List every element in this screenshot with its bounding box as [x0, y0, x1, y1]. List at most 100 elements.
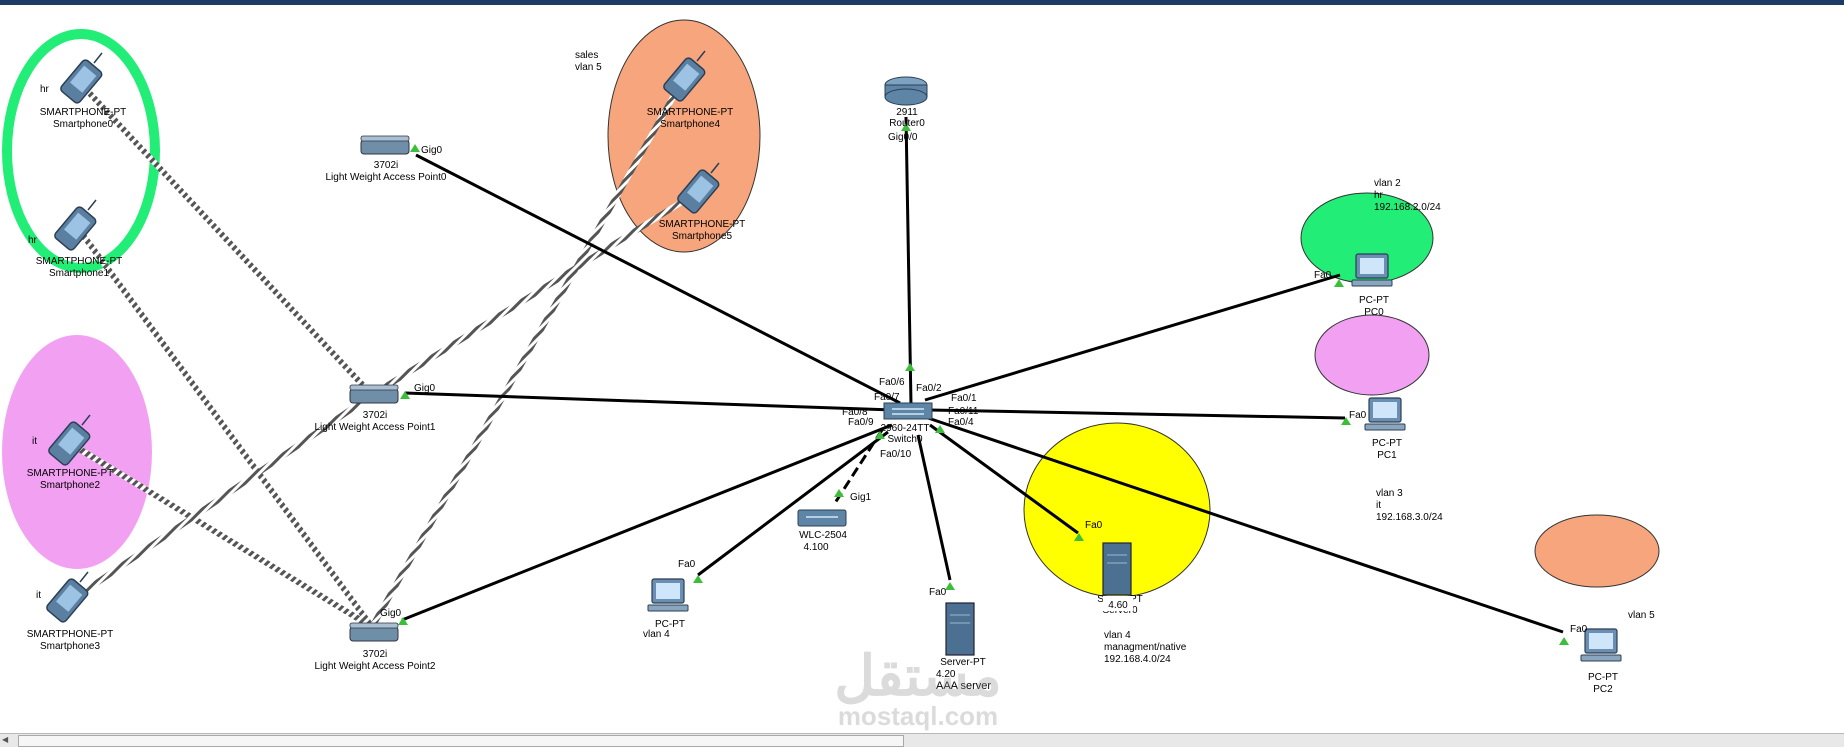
it-pc-ellipse — [1314, 314, 1430, 396]
pc0-node[interactable]: Fa0 PC-PT PC0 — [1314, 253, 1393, 318]
pc3-vlan-note: vlan 4 — [643, 629, 670, 640]
link-router-switch — [904, 116, 913, 406]
vlan4-note: vlan 4 managment/native 192.168.4.0/24 — [1099, 625, 1195, 667]
ap2-port: Gig0 — [380, 608, 402, 619]
wlc-node[interactable]: Gig1 WLC-2504 4.100 — [797, 492, 872, 553]
port-up-marker — [935, 425, 945, 433]
vlan5-note: vlan 5 — [1628, 610, 1655, 621]
router-port: Gig0/0 — [888, 132, 918, 143]
ap1-node[interactable]: Gig0 3702i Light Weight Access Point1 — [315, 383, 436, 433]
smartphone4-node[interactable]: SMARTPHONE-PT Smartphone4 — [647, 50, 734, 130]
aaa-server-model: Server-PT — [940, 657, 986, 668]
pc0-name: PC0 — [1364, 307, 1384, 318]
watermark: مستقل mostaql.com — [834, 644, 1002, 731]
port-label-fa0-4: Fa0/4 — [948, 417, 974, 428]
port-label-fa0-8: Fa0/8 — [842, 407, 868, 418]
sales-note: sales vlan 5 — [575, 50, 602, 73]
switch-node[interactable]: 2960-24TT Switch0 — [881, 402, 933, 445]
smartphone2-name: Smartphone2 — [40, 480, 100, 491]
wireless-link-phone1-ap2 — [77, 229, 375, 629]
smartphone2-model: SMARTPHONE-PT — [27, 468, 114, 479]
pc3-node[interactable]: Fa0 PC-PT vlan 4 — [643, 559, 696, 640]
smartphone0-node[interactable]: hr SMARTPHONE-PT Smartphone0 — [40, 52, 127, 130]
smartphone2-tag: it — [32, 436, 37, 447]
pc1-node[interactable]: Fa0 PC-PT PC1 — [1349, 397, 1406, 461]
watermark-latin: mostaql.com — [838, 701, 998, 731]
wireless-link-phone4-ap2 — [369, 83, 683, 629]
port-label-fa0-2: Fa0/2 — [916, 383, 942, 394]
vlan4-note-line3: 192.168.4.0/24 — [1104, 654, 1171, 665]
router-node[interactable]: 2911 Router0 Gig0/0 — [884, 76, 928, 143]
port-label-fa0-11: Fa0/11 — [948, 406, 979, 417]
link-ap1-switch — [404, 391, 893, 412]
port-up-marker — [693, 575, 703, 583]
ap0-node[interactable]: Gig0 3702i Light Weight Access Point0 — [326, 135, 447, 183]
ap0-model: 3702i — [374, 160, 398, 171]
router-name: Router0 — [889, 118, 925, 129]
ap1-name: Light Weight Access Point1 — [315, 422, 436, 433]
smartphone1-model: SMARTPHONE-PT — [36, 256, 123, 267]
link-switch-server0 — [929, 423, 1079, 535]
ap0-name: Light Weight Access Point0 — [326, 172, 447, 183]
port-up-marker — [905, 363, 915, 371]
vlan2-note-line2: hr — [1374, 190, 1384, 201]
smartphone3-name: Smartphone3 — [40, 641, 100, 652]
port-up-marker — [400, 391, 410, 399]
vlan2-note-line1: vlan 2 — [1374, 178, 1401, 189]
port-up-marker — [1074, 533, 1084, 541]
switch-name: Switch0 — [887, 434, 922, 445]
pc1-name: PC1 — [1377, 450, 1397, 461]
access-point-icon — [360, 135, 410, 155]
port-up-marker — [1341, 417, 1351, 425]
port-up-marker — [410, 144, 420, 152]
smartphone5-name: Smartphone5 — [672, 231, 732, 242]
pc-icon — [1351, 253, 1393, 287]
smartphone0-model: SMARTPHONE-PT — [40, 107, 127, 118]
port-up-marker — [1559, 637, 1569, 645]
port-label-fa0-6: Fa0/6 — [879, 377, 905, 388]
link-switch-pc3 — [697, 430, 889, 577]
scrollbar-thumb[interactable] — [18, 735, 904, 747]
smartphone2-node[interactable]: it SMARTPHONE-PT Smartphone2 — [27, 414, 114, 491]
pc-icon — [1364, 397, 1406, 431]
pc3-port: Fa0 — [678, 559, 696, 570]
topology-canvas[interactable]: hr SMARTPHONE-PT Smartphone0 hr SMARTPHO… — [0, 5, 1844, 733]
smartphone3-tag: it — [36, 590, 41, 601]
horizontal-scrollbar[interactable]: ◀ — [0, 733, 1844, 747]
switch-port-labels: Fa0/6 Fa0/7 Fa0/2 Fa0/1 Fa0/11 Fa0/4 Fa0… — [842, 377, 979, 460]
ap1-port: Gig0 — [414, 383, 436, 394]
switch-model: 2960-24TT — [881, 423, 930, 434]
smartphone1-node[interactable]: hr SMARTPHONE-PT Smartphone1 — [28, 199, 123, 279]
port-up-marker — [1334, 279, 1344, 287]
aaa-server-node[interactable]: Fa0 Server-PT 4.20 AAA server — [929, 587, 991, 692]
router-model: 2911 — [896, 107, 918, 118]
vlan2-note-line3: 192.168.2.0/24 — [1374, 202, 1441, 213]
smartphone3-node[interactable]: it SMARTPHONE-PT Smartphone3 — [27, 571, 114, 652]
server0-node[interactable]: Fa0 Server-PT Server0 4.60 — [1085, 520, 1143, 616]
wlc-icon — [797, 509, 847, 527]
window-top-bar — [0, 0, 1844, 5]
vlan3-note: vlan 3 it 192.168.3.0/24 — [1376, 488, 1443, 523]
port-markers — [398, 123, 1569, 645]
smartphone1-name: Smartphone1 — [49, 268, 109, 279]
sales-group-ellipse — [607, 19, 761, 253]
link-switch-pc1 — [929, 408, 1346, 420]
access-point-icon — [349, 622, 399, 642]
wireless-link-phone5-ap1 — [370, 192, 695, 398]
smartphone5-node[interactable]: SMARTPHONE-PT Smartphone5 — [659, 162, 746, 242]
ap2-model: 3702i — [363, 649, 387, 660]
ap2-node[interactable]: Gig0 3702i Light Weight Access Point2 — [315, 608, 436, 672]
aaa-server-port: Fa0 — [929, 587, 947, 598]
port-label-fa0-10: Fa0/10 — [880, 449, 912, 460]
link-switch-pc2 — [927, 416, 1564, 634]
smartphone0-tag: hr — [40, 84, 50, 95]
pc2-port: Fa0 — [1570, 624, 1588, 635]
link-switch-aaa — [916, 434, 952, 581]
scroll-left-arrow-icon[interactable]: ◀ — [2, 735, 9, 744]
smartphone-icon — [44, 571, 91, 625]
ap0-port: Gig0 — [421, 145, 443, 156]
ap1-model: 3702i — [363, 410, 387, 421]
vlan2-note: vlan 2 hr 192.168.2.0/24 — [1374, 178, 1441, 213]
pc2-node[interactable]: Fa0 PC-PT PC2 — [1570, 624, 1622, 695]
port-label-fa0-1: Fa0/1 — [951, 393, 977, 404]
